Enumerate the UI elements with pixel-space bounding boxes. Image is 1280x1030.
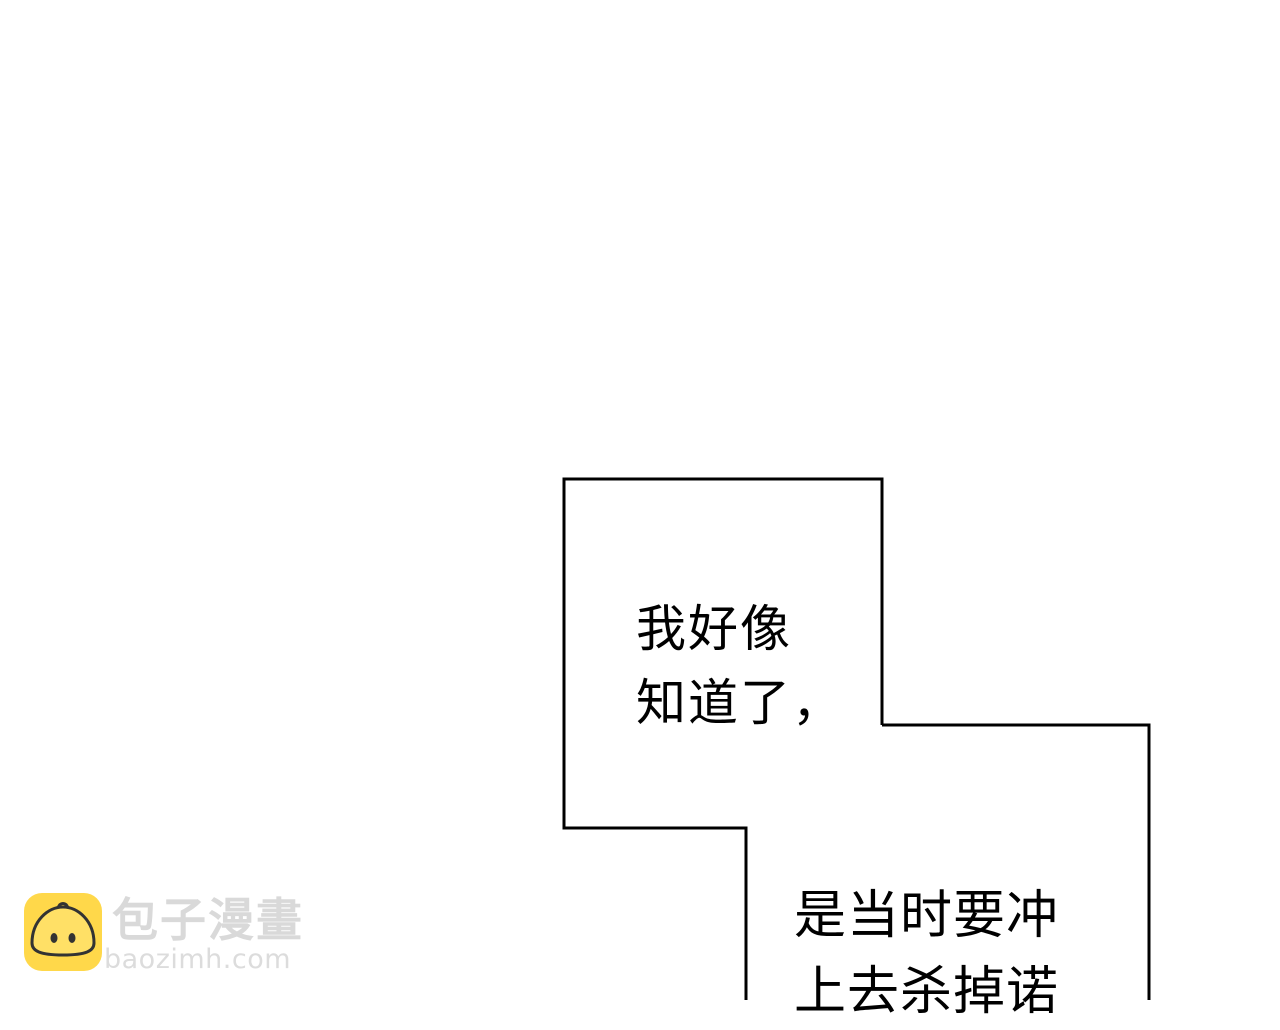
speech-bubble-2-line-1: 是当时要冲 bbox=[794, 886, 1060, 946]
speech-bubble-1-text: 我好像 知道了， bbox=[636, 592, 844, 740]
bun-mascot-icon bbox=[24, 893, 102, 971]
speech-bubble-2-outline bbox=[882, 723, 1151, 1000]
watermark: 包子漫畫 baozimh.com bbox=[24, 893, 324, 983]
watermark-url: baozimh.com bbox=[104, 944, 292, 975]
speech-bubble-2-text: 是当时要冲 上去杀掉诺 bbox=[794, 878, 1059, 1030]
speech-bubble-1-outline bbox=[562, 477, 884, 1000]
watermark-title: 包子漫畫 bbox=[112, 893, 304, 947]
speech-bubble-outlines bbox=[562, 477, 1151, 1000]
speech-bubble-1-line-2: 知道了， bbox=[636, 674, 844, 732]
speech-bubble-2-line-2: 上去杀掉诺 bbox=[794, 962, 1060, 1022]
speech-bubble-1-line-1: 我好像 bbox=[636, 600, 792, 658]
